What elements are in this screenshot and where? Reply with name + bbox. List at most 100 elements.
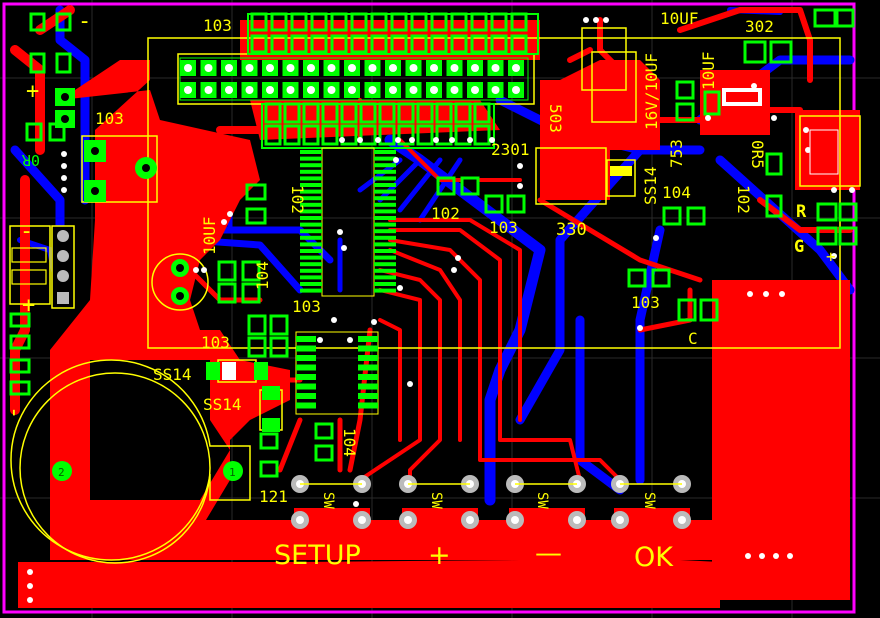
header-pin-hole	[327, 64, 336, 72]
ic-pin	[358, 402, 378, 409]
resistor-pad	[370, 34, 388, 54]
header-pin-hole	[327, 86, 336, 94]
resistor-pad	[270, 34, 288, 54]
header-pin-hole	[450, 64, 459, 72]
header-pin-hole	[450, 86, 459, 94]
via	[317, 337, 323, 343]
mcu-pin	[300, 222, 322, 227]
cap-102-vert-label: 102	[288, 185, 307, 214]
via	[393, 157, 399, 163]
via	[705, 115, 711, 121]
header-pin-hole	[491, 86, 500, 94]
header-pin-hole	[204, 86, 213, 94]
via	[803, 127, 809, 133]
ic-pin	[358, 345, 378, 352]
mcu-pin	[374, 183, 396, 187]
r-103-mid-label: 103	[489, 218, 518, 237]
via	[745, 553, 751, 559]
resistor-pad	[283, 102, 301, 124]
mcu-pin	[374, 288, 396, 293]
mcu-pin	[374, 282, 396, 286]
header-pin-hole	[204, 64, 213, 72]
via	[759, 553, 765, 559]
r-0r-label: 0R	[21, 151, 40, 169]
resistor-pad	[250, 12, 268, 32]
battery-pad-1	[223, 461, 243, 481]
resistor-pad	[378, 102, 396, 124]
via	[339, 137, 345, 143]
via	[517, 163, 523, 169]
mcu-pin	[300, 183, 322, 187]
resistor-pad	[283, 124, 301, 146]
diode-ss14-b-label: SS14	[203, 395, 242, 414]
header-pin-row	[180, 60, 524, 98]
via	[593, 17, 599, 23]
conn-103-label: 103	[203, 16, 232, 35]
header-pin-hole	[245, 64, 254, 72]
mcu-pin	[300, 288, 322, 293]
board-outline	[2, 2, 856, 614]
ic-pin	[296, 345, 316, 352]
cap-16v-label: 16V/10UF	[642, 53, 661, 130]
resistor-pad	[340, 124, 358, 146]
ic-pin	[296, 393, 316, 399]
mcu-pin	[300, 150, 322, 154]
mcu-pin	[374, 189, 396, 194]
resistor-pad	[416, 124, 434, 146]
regulator-103	[84, 140, 157, 202]
resistor-pad	[378, 124, 396, 146]
mcu-pin	[300, 282, 322, 286]
mcu-pin	[300, 169, 322, 174]
mcu-pin	[300, 275, 322, 280]
header-pin-hole	[184, 86, 192, 94]
via	[61, 151, 67, 157]
reg-103-label: 103	[95, 109, 124, 128]
header-pin-hole	[225, 64, 233, 72]
via	[747, 291, 753, 297]
resistor-pad	[510, 34, 528, 54]
cap-10uf-right-label: 10UF	[699, 51, 718, 90]
mcu-pins	[300, 150, 396, 293]
resistor-pad	[430, 34, 448, 54]
tactile-switches	[291, 475, 691, 532]
header-pin-hole	[286, 86, 295, 94]
led-g-label: G	[794, 237, 804, 257]
via	[517, 183, 523, 189]
switch-pin-hole	[296, 516, 304, 524]
header-pin-hole	[307, 86, 315, 94]
resistor-pad	[416, 102, 434, 124]
via	[347, 337, 353, 343]
mcu-pin	[300, 196, 322, 201]
tactile-switch	[291, 475, 371, 532]
mcu-footprint	[321, 147, 375, 297]
mcu-pin	[300, 202, 322, 207]
ic-302-label: 302	[745, 17, 774, 36]
resistor-pad	[350, 12, 368, 32]
ic2-pins	[296, 336, 378, 409]
tactile-switch	[399, 475, 479, 532]
via	[61, 175, 67, 181]
tactile-switch	[506, 475, 586, 532]
mcu-pin	[374, 202, 396, 207]
resistor-pad	[350, 34, 368, 54]
via	[583, 17, 589, 23]
header-pin-hole	[471, 64, 479, 72]
plus-right-label: +	[826, 247, 836, 266]
via	[27, 583, 33, 589]
mcu-pin	[374, 150, 396, 154]
header-pin-hole	[471, 86, 479, 94]
mcu-pin	[300, 268, 322, 273]
resistor-pad	[330, 12, 348, 32]
r-121-label: 121	[259, 487, 288, 506]
mcu-pin	[300, 249, 322, 253]
mcu-pin	[300, 255, 322, 260]
mcu-pin	[374, 176, 396, 181]
header-pin-hole	[512, 64, 520, 72]
resistor-pad	[450, 34, 468, 54]
via	[353, 501, 359, 507]
mcu-pin	[374, 242, 396, 247]
cap-103-left-label: 103	[201, 333, 230, 352]
resistor-pad	[330, 34, 348, 54]
via	[331, 317, 337, 323]
